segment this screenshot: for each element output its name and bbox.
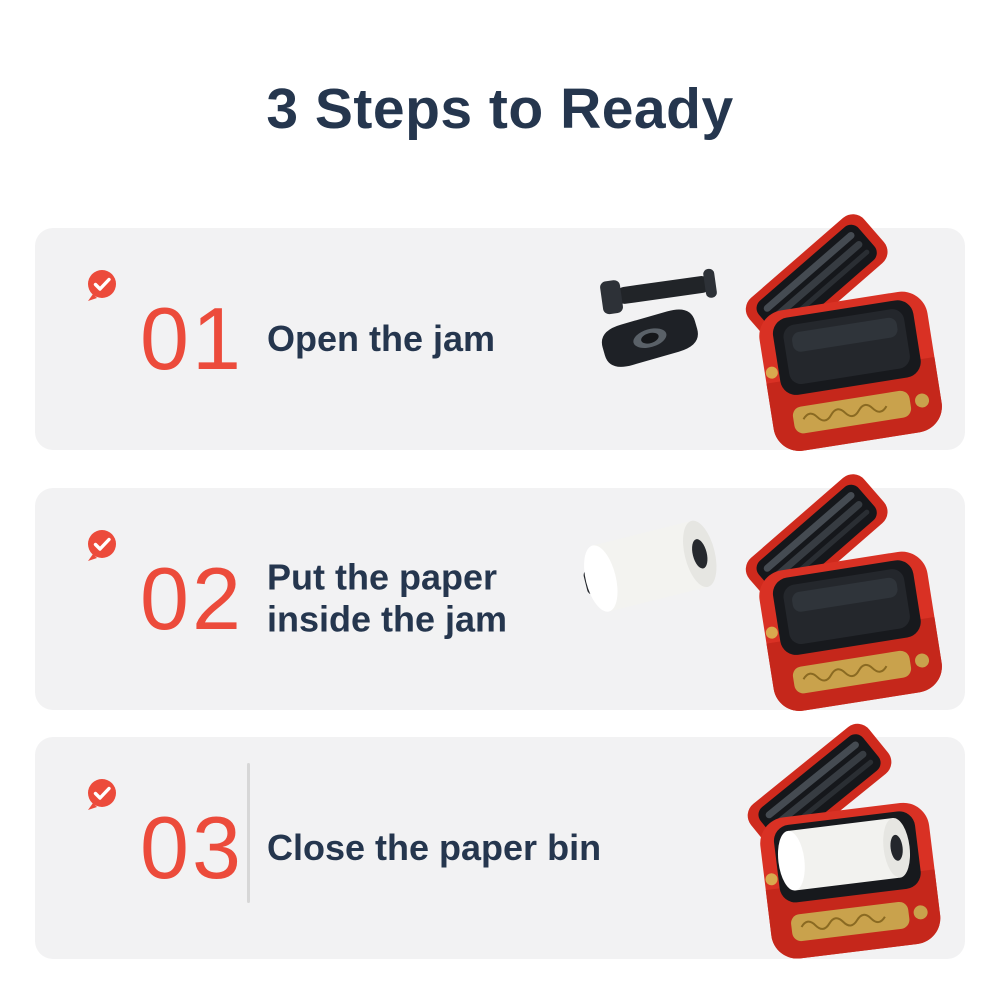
- step-card-03: 03 Close the paper bin: [35, 723, 965, 959]
- printer-paper-roll-svg: [583, 474, 942, 711]
- printer-body: [745, 474, 942, 711]
- step-check-badge: [85, 528, 119, 562]
- printer-paper-inside-svg: [747, 723, 941, 959]
- step-number: 02: [140, 549, 244, 648]
- check-icon: [88, 530, 116, 561]
- step-label: Close the paper bin: [267, 826, 602, 868]
- step-number: 03: [140, 798, 244, 897]
- step-check-badge: [85, 268, 119, 302]
- step-label: Open the jam: [267, 317, 496, 359]
- paper-roll: [583, 520, 717, 612]
- step-card-01: 01 Open the jam: [35, 214, 965, 451]
- printer-paper-inside-illustration: [559, 707, 959, 971]
- check-icon: [88, 270, 116, 301]
- printer-paper-roll-illustration: [559, 458, 959, 722]
- paper-spindle-part: [600, 268, 717, 367]
- step-divider: [247, 763, 250, 903]
- step-number: 01: [140, 289, 244, 388]
- loaded-paper-roll: [777, 817, 911, 891]
- printer-body: [745, 214, 942, 451]
- step-label: Put the paper inside the jam: [267, 556, 508, 640]
- printer-lid-open-svg: [600, 214, 942, 451]
- step-card-02: 02 Put the paper inside the jam: [35, 474, 965, 711]
- step-check-badge: [85, 777, 119, 811]
- check-icon: [88, 779, 116, 810]
- printer-body: [747, 723, 941, 959]
- page-title: 3 Steps to Ready: [266, 77, 734, 141]
- printer-lid-open-illustration: [559, 198, 959, 462]
